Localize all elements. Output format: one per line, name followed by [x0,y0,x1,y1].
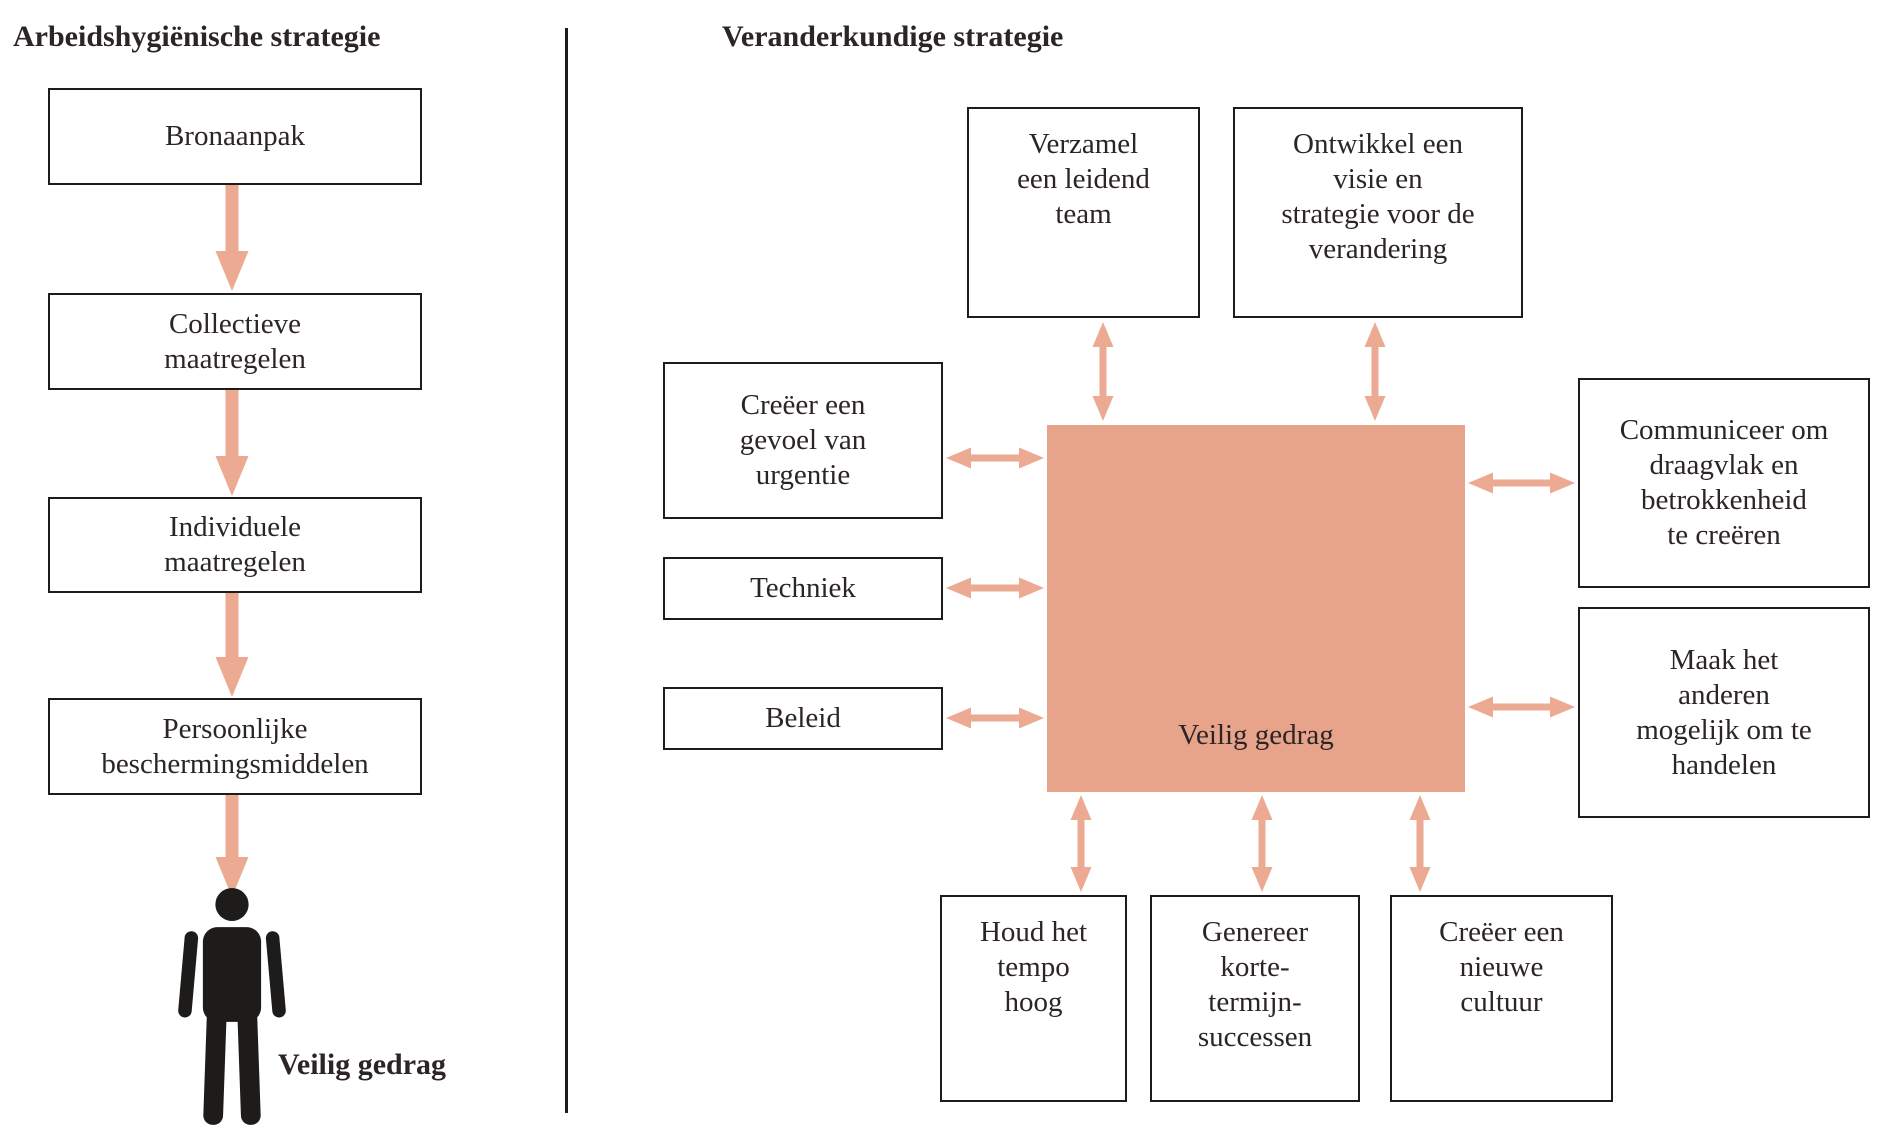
box-genereer-successen: Genereer korte- termijn- successen [1150,895,1360,1102]
double-arrow-bottom-2 [1251,795,1273,892]
left-panel-title: Arbeidshygiënische strategie [13,20,381,53]
box-collectieve-maatregelen: Collectieve maatregelen [48,293,422,390]
down-arrow-4 [215,795,249,897]
box-communiceer-draagvlak: Communiceer om draagvlak en betrokkenhei… [1578,378,1870,588]
label-veilig-gedrag-left: Veilig gedrag [278,1048,447,1081]
box-bronaanpak: Bronaanpak [48,88,422,185]
down-arrow-1 [215,185,249,291]
panel-divider [565,28,568,1113]
double-arrow-top-2 [1364,322,1386,421]
down-arrow-2 [215,390,249,496]
box-creeer-nieuwe-cultuur: Creëer een nieuwe cultuur [1390,895,1613,1102]
box-techniek: Techniek [663,557,943,620]
label-veilig-gedrag-center: Veilig gedrag [1178,719,1334,751]
box-verzamel-leidend-team: Verzamel een leidend team [967,107,1200,318]
right-panel-title: Veranderkundige strategie [722,20,1064,53]
box-individuele-maatregelen: Individuele maatregelen [48,497,422,593]
double-arrow-right-1 [1468,472,1575,494]
double-arrow-top-1 [1092,322,1114,421]
box-houd-tempo-hoog: Houd het tempo hoog [940,895,1127,1102]
double-arrow-left-1 [946,447,1044,469]
double-arrow-left-2 [946,577,1044,599]
double-arrow-left-3 [946,707,1044,729]
person-icon [177,888,287,1125]
box-ontwikkel-visie-strategie: Ontwikkel een visie en strategie voor de… [1233,107,1523,318]
box-persoonlijke-beschermingsmiddelen: Persoonlijke beschermingsmiddelen [48,698,422,795]
box-maak-mogelijk-handelen: Maak het anderen mogelijk om te handelen [1578,607,1870,818]
double-arrow-bottom-1 [1070,795,1092,892]
double-arrow-right-2 [1468,696,1575,718]
box-beleid: Beleid [663,687,943,750]
veilig-gedrag-center-box [1047,425,1465,792]
down-arrow-3 [215,593,249,697]
box-creeer-gevoel-urgentie: Creëer een gevoel van urgentie [663,362,943,519]
double-arrow-bottom-3 [1409,795,1431,892]
